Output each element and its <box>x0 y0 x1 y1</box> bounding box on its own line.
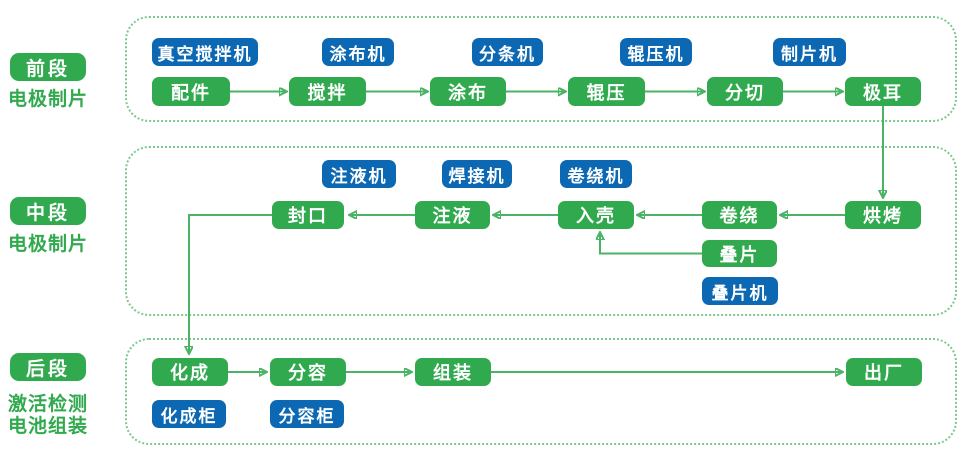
machine-stacker: 叠片机 <box>702 277 778 305</box>
step-shipment: 出厂 <box>846 358 922 386</box>
machine-winder: 卷绕机 <box>560 160 632 188</box>
step-coating: 涂布 <box>430 77 506 106</box>
machine-electrolyte-filler: 注液机 <box>322 160 396 188</box>
step-baking: 烘烤 <box>845 201 921 229</box>
step-sealing: 封口 <box>272 201 344 229</box>
step-parts: 配件 <box>152 77 230 106</box>
step-rolling: 辊压 <box>568 77 645 106</box>
machine-slitter: 分条机 <box>472 38 543 66</box>
step-stacking: 叠片 <box>702 240 777 267</box>
step-assembly: 组装 <box>415 358 491 386</box>
back-stage-description-line2: 电池组装 <box>8 415 89 437</box>
step-formation: 化成 <box>152 358 228 386</box>
middle-stage-container <box>125 146 957 316</box>
step-mixing: 搅拌 <box>289 77 366 106</box>
machine-sheet-maker: 制片机 <box>773 38 846 66</box>
front-stage-description: 电极制片 <box>8 88 89 110</box>
step-filling: 注液 <box>415 201 490 229</box>
back-stage-container <box>125 338 957 445</box>
step-grading: 分容 <box>270 358 346 386</box>
machine-welder: 焊接机 <box>442 160 512 188</box>
middle-stage-badge: 中段 <box>10 197 86 225</box>
front-stage-container <box>125 16 957 122</box>
step-tab: 极耳 <box>845 77 921 106</box>
front-stage-badge: 前段 <box>10 53 86 81</box>
machine-grading-cabinet: 分容柜 <box>270 400 344 428</box>
machine-vacuum-mixer: 真空搅拌机 <box>152 38 258 66</box>
machine-roller-press: 辊压机 <box>620 38 692 66</box>
machine-coater: 涂布机 <box>322 38 394 66</box>
machine-formation-cabinet: 化成柜 <box>152 400 226 428</box>
step-slitting: 分切 <box>707 77 783 106</box>
step-winding: 卷绕 <box>702 201 777 229</box>
back-stage-description-line1: 激活检测 <box>8 393 89 415</box>
back-stage-badge: 后段 <box>10 353 86 381</box>
middle-stage-description: 电极制片 <box>8 233 89 255</box>
step-casing: 入壳 <box>558 201 634 229</box>
